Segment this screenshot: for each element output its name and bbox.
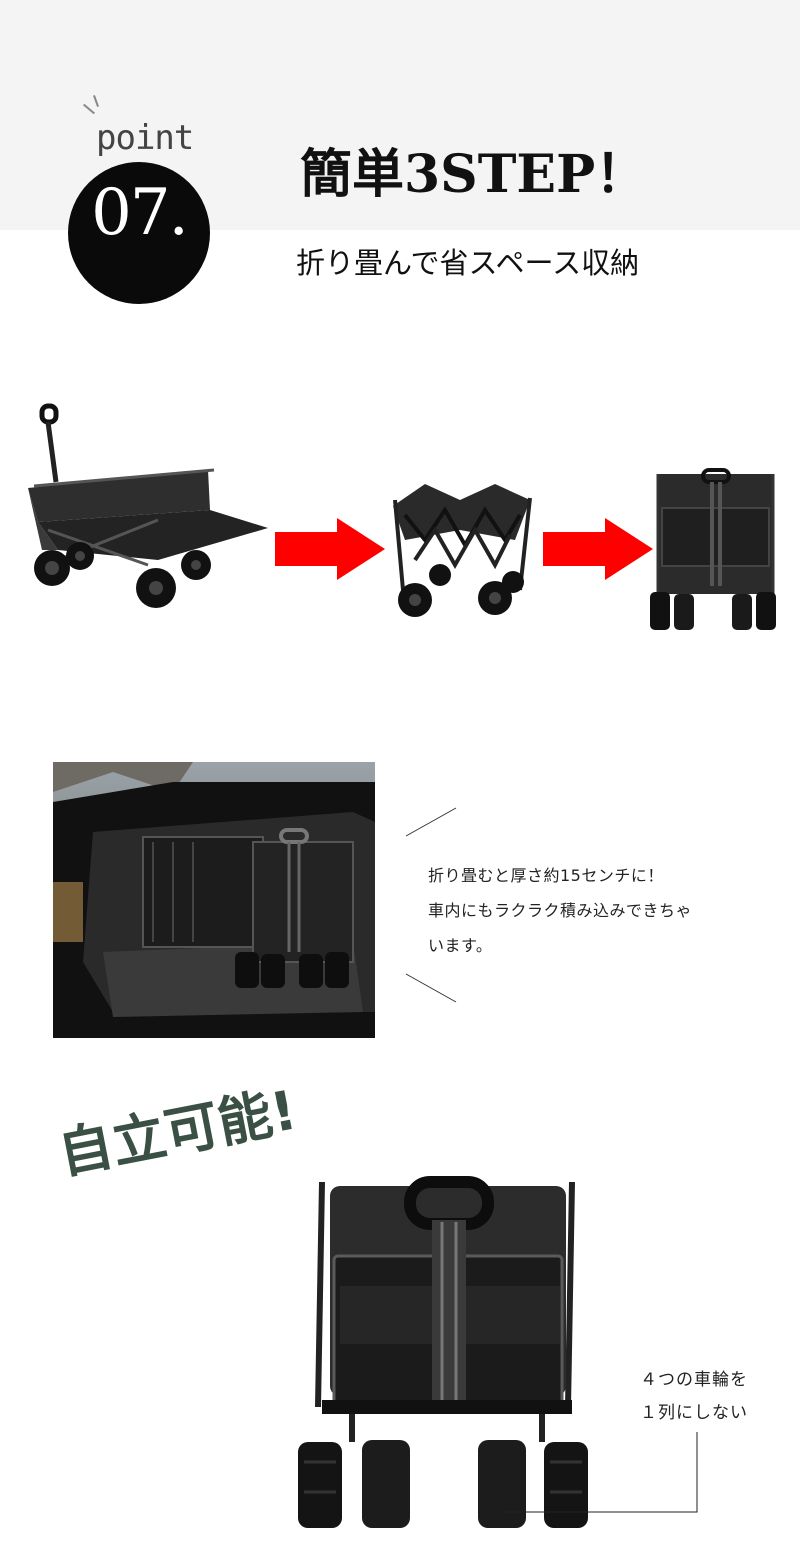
caption-line: 折り畳むと厚さ約15センチに！ — [428, 866, 664, 885]
standing-wagon-image — [298, 1176, 588, 1528]
caption-line: います。 — [428, 936, 493, 955]
car-caption: 折り畳むと厚さ約15センチに！ 車内にもラクラク積み込みできちゃ います。 — [428, 858, 692, 963]
stand-title: 自立可能! — [53, 1078, 302, 1187]
page-title: 簡単3STEP！ — [300, 144, 648, 205]
wheel-note-line: １列にしない — [640, 1403, 748, 1423]
point-badge — [68, 162, 210, 304]
folded-wagon-image — [650, 468, 776, 630]
arrow-right-icon — [275, 518, 385, 580]
car-trunk-photo — [53, 762, 375, 1038]
callout-line — [500, 1432, 698, 1513]
caption-brackets — [405, 807, 457, 1003]
point-number: 07. — [91, 176, 189, 250]
page-subtitle: 折り畳んで省スペース収納 — [296, 246, 640, 280]
point-label: point — [96, 118, 194, 158]
open-wagon-image — [28, 403, 268, 608]
caption-line: 車内にもラクラク積み込みできちゃ — [428, 901, 693, 920]
wheel-note: ４つの車輪を １列にしない — [640, 1364, 748, 1430]
arrow-right-icon — [543, 518, 653, 580]
folding-wagon-image — [393, 484, 532, 617]
wheel-note-line: ４つの車輪を — [640, 1370, 748, 1390]
car-trunk-illustration — [53, 762, 375, 1038]
